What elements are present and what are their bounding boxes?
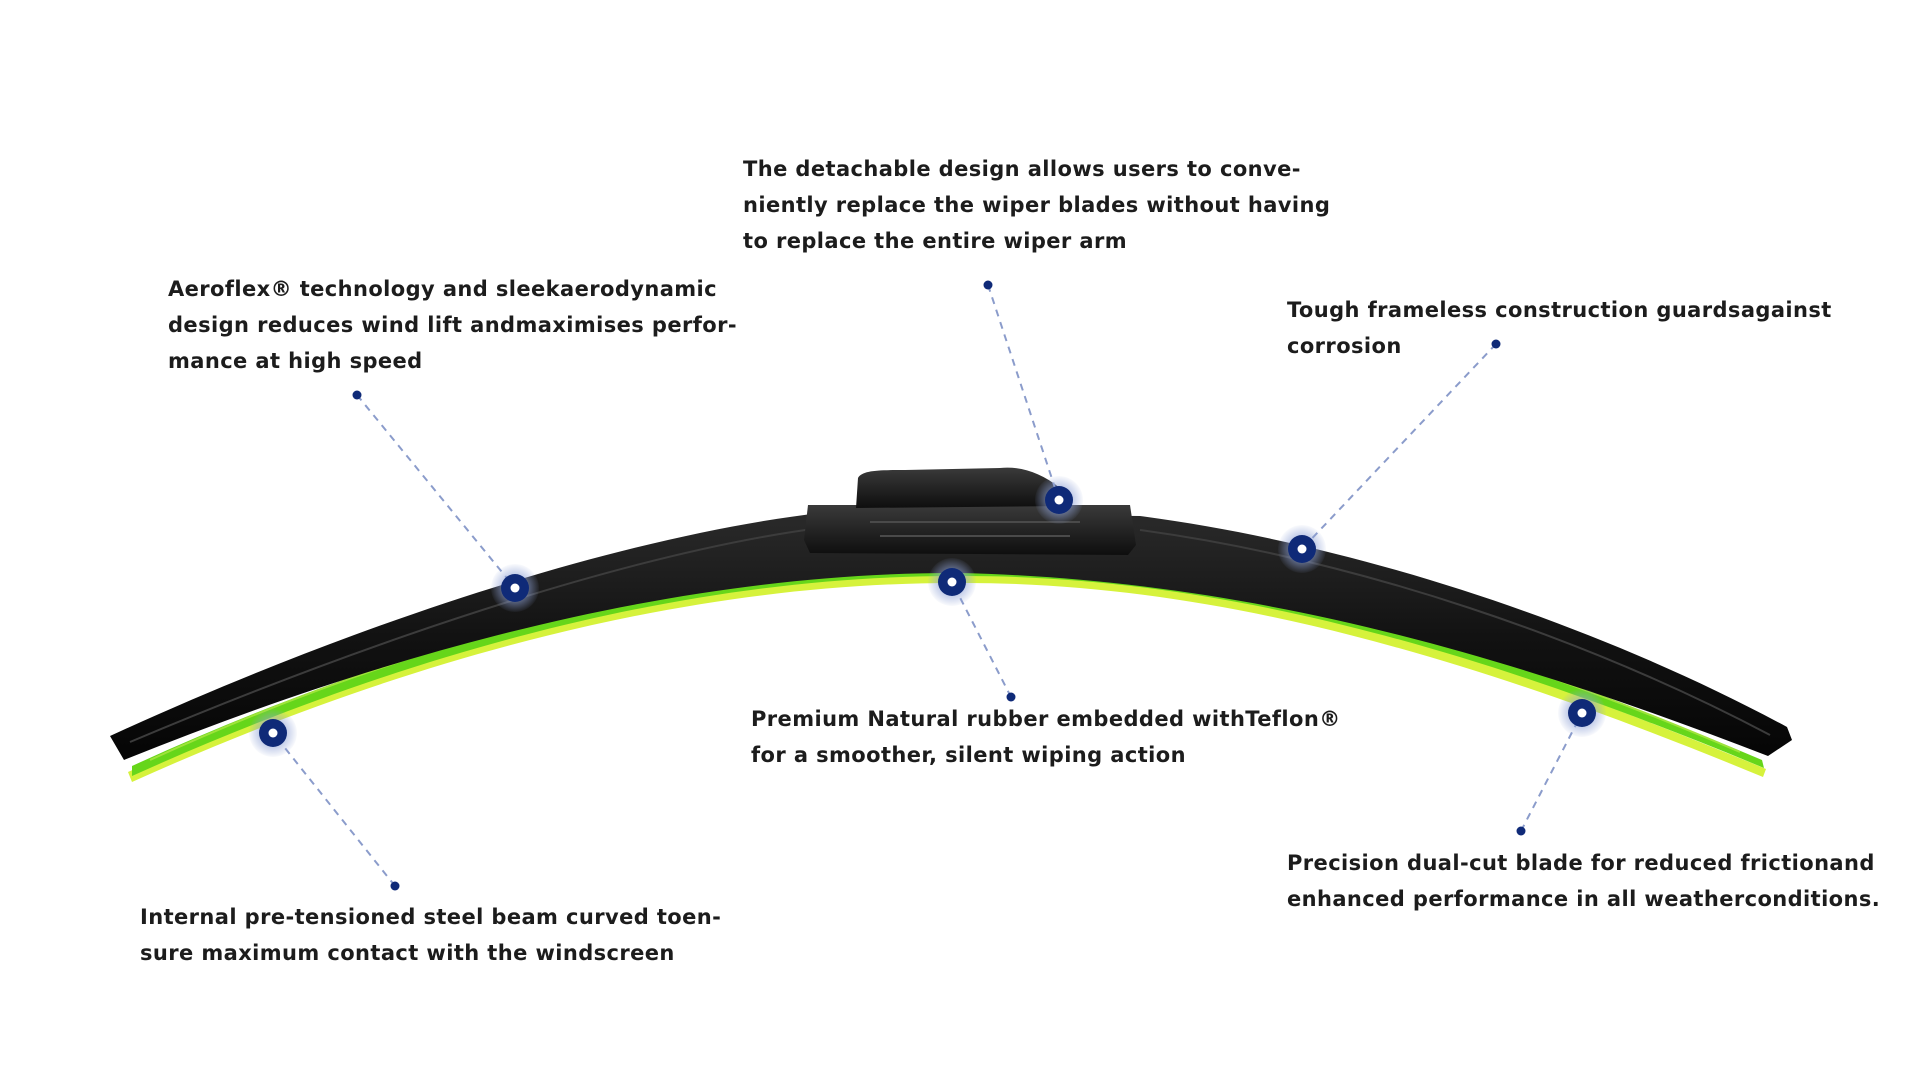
adapter-edge bbox=[870, 521, 1080, 537]
spoiler-body bbox=[110, 513, 1792, 760]
callout-line: Aeroflex® technology and sleekaerodynami… bbox=[168, 277, 718, 301]
callout-detachable: The detachable design allows users to co… bbox=[743, 151, 1330, 259]
marker-center-detachable bbox=[1054, 495, 1064, 505]
callout-line: Premium Natural rubber embedded withTefl… bbox=[751, 707, 1341, 731]
callout-line: niently replace the wiper blades without… bbox=[743, 193, 1331, 217]
leader-end-dot-rubber bbox=[1006, 692, 1016, 702]
marker-center-aeroflex bbox=[510, 583, 520, 593]
callout-line: enhanced performance in all weathercondi… bbox=[1287, 887, 1881, 911]
leader-line-detachable bbox=[987, 284, 1060, 501]
callout-steel-beam: Internal pre-tensioned steel beam curved… bbox=[140, 899, 721, 971]
callout-aeroflex: Aeroflex® technology and sleekaerodynami… bbox=[168, 271, 737, 379]
callout-line: corrosion bbox=[1287, 334, 1402, 358]
callout-line: Precision dual-cut blade for reduced fri… bbox=[1287, 851, 1875, 875]
callout-line: Tough frameless construction guardsagain… bbox=[1287, 298, 1832, 322]
marker-center-frameless bbox=[1297, 544, 1307, 554]
leader-line-aeroflex bbox=[356, 394, 516, 589]
leader-line-steel-beam bbox=[272, 732, 396, 887]
callout-line: Internal pre-tensioned steel beam curved… bbox=[140, 905, 722, 929]
callout-frameless: Tough frameless construction guardsagain… bbox=[1287, 292, 1832, 364]
callout-line: design reduces wind lift andmaximises pe… bbox=[168, 313, 737, 337]
leader-end-dot-detachable bbox=[983, 280, 993, 290]
callout-line: to replace the entire wiper arm bbox=[743, 229, 1128, 253]
callout-dual-cut: Precision dual-cut blade for reduced fri… bbox=[1287, 845, 1880, 917]
marker-center-rubber bbox=[947, 577, 957, 587]
leader-end-dot-steel-beam bbox=[390, 881, 400, 891]
callout-line: for a smoother, silent wiping action bbox=[751, 743, 1186, 767]
leader-end-dot-aeroflex bbox=[352, 390, 362, 400]
adapter-base bbox=[804, 505, 1136, 555]
callout-line: mance at high speed bbox=[168, 349, 423, 373]
callout-rubber: Premium Natural rubber embedded withTefl… bbox=[751, 701, 1341, 773]
adapter-top bbox=[856, 467, 1072, 508]
leader-end-dot-dual-cut bbox=[1516, 826, 1526, 836]
callout-line: The detachable design allows users to co… bbox=[743, 157, 1301, 181]
marker-center-steel-beam bbox=[268, 728, 278, 738]
leader-line-frameless bbox=[1301, 343, 1497, 550]
marker-center-dual-cut bbox=[1577, 708, 1587, 718]
leader-end-dot-frameless bbox=[1491, 339, 1501, 349]
callout-line: sure maximum contact with the windscreen bbox=[140, 941, 675, 965]
callout-graphics bbox=[249, 280, 1606, 891]
